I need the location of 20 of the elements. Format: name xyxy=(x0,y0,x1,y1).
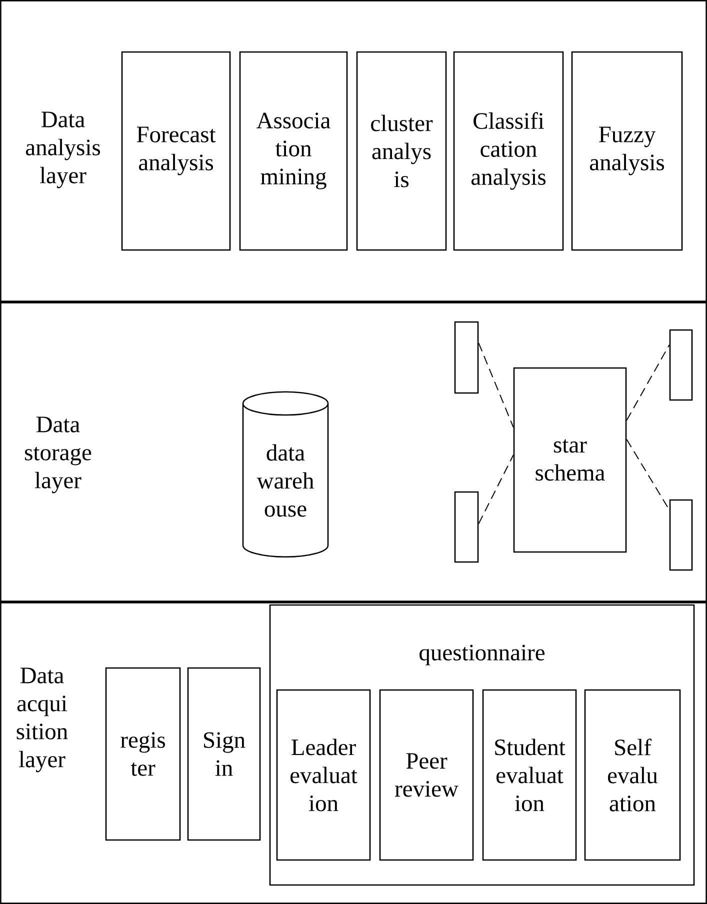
module-box: Leader evaluat ion xyxy=(276,689,371,861)
connector-line xyxy=(478,454,514,524)
module-box: Forecast analysis xyxy=(121,51,231,251)
connector-line xyxy=(478,342,514,428)
module-box: regis ter xyxy=(105,667,181,841)
module-box: Peer review xyxy=(379,689,474,861)
module-box xyxy=(669,499,693,571)
module-box: Associa tion mining xyxy=(239,51,348,251)
module-box xyxy=(454,491,479,563)
module-box: Student evaluat ion xyxy=(482,689,577,861)
module-box: star schema xyxy=(513,367,627,553)
module-box xyxy=(669,329,693,401)
module-box: cluster analys is xyxy=(356,51,447,251)
module-box: Fuzzy analysis xyxy=(571,51,683,251)
module-box: Classifi cation analysis xyxy=(453,51,564,251)
module-box xyxy=(454,321,479,394)
database-cylinder: data wareh ouse xyxy=(242,391,329,558)
module-box: Self evalu ation xyxy=(584,689,681,861)
connector-line xyxy=(626,344,670,421)
module-box: Sign in xyxy=(187,667,261,841)
